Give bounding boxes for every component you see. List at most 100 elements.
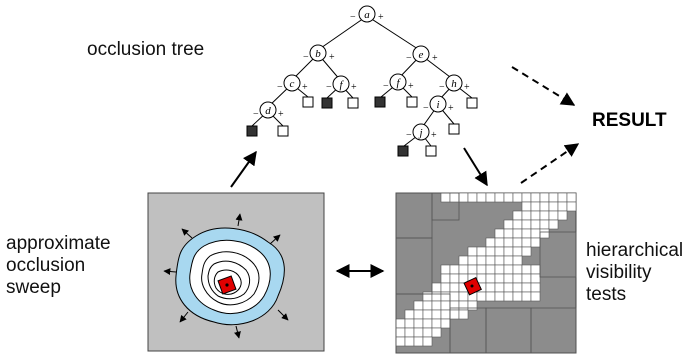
grid-cell-visible xyxy=(440,300,451,311)
occlusion-sweep-panel xyxy=(147,192,325,352)
grid-cell-visible xyxy=(503,237,514,248)
grid-cell-visible xyxy=(530,273,541,284)
grid-cell-visible xyxy=(413,309,424,320)
grid-cell-visible xyxy=(503,273,514,284)
svg-text:−: − xyxy=(423,103,429,114)
grid-cell-visible xyxy=(530,219,541,230)
svg-text:+: + xyxy=(278,109,284,120)
grid-cell-visible xyxy=(557,201,568,212)
grid-cell-visible xyxy=(512,246,523,257)
grid-cell-visible xyxy=(548,192,559,203)
grid-cell-visible xyxy=(494,246,505,257)
grid-cell-visible xyxy=(503,246,514,257)
tree-node-c: c xyxy=(283,74,301,92)
grid-cell-visible xyxy=(404,318,415,329)
grid-cell-visible xyxy=(503,264,514,275)
grid-cell-visible xyxy=(431,282,442,293)
grid-cell-visible xyxy=(404,336,415,347)
visibility-label-line3: tests xyxy=(586,284,627,305)
visibility-label-line2: visibility xyxy=(586,262,652,283)
grid-cell-visible xyxy=(422,300,433,311)
svg-text:b: b xyxy=(315,48,321,60)
grid-cell-visible xyxy=(404,327,415,338)
grid-cell-visible xyxy=(440,264,451,275)
svg-text:h: h xyxy=(451,78,457,90)
tree-node-i: i xyxy=(429,95,447,113)
grid-cell-visible xyxy=(503,291,514,302)
svg-text:−: − xyxy=(383,81,389,92)
grid-cell-visible xyxy=(476,246,487,257)
grid-cell-visible xyxy=(530,210,541,221)
grid-cell-visible xyxy=(476,192,487,203)
grid-cell-visible xyxy=(458,264,469,275)
grid-cell-visible xyxy=(557,192,568,203)
grid-cell-visible xyxy=(512,273,523,284)
grid-block xyxy=(431,192,460,221)
grid-cell-visible xyxy=(539,201,550,212)
grid-cell-visible xyxy=(467,192,478,203)
grid-cell-visible xyxy=(422,336,433,347)
grid-cell-visible xyxy=(557,210,568,221)
grid-cell-visible xyxy=(521,282,532,293)
grid-cell-visible xyxy=(521,192,532,203)
grid-cell-visible xyxy=(476,273,487,284)
grid-cell-visible xyxy=(512,291,523,302)
grid-cell-visible xyxy=(467,300,478,311)
grid-cell-visible xyxy=(485,237,496,248)
grid-cell-visible xyxy=(548,201,559,212)
grid-cell-visible xyxy=(413,318,424,329)
grid-cell-visible xyxy=(503,192,514,203)
svg-text:−: − xyxy=(303,52,309,63)
svg-text:f: f xyxy=(396,77,401,89)
svg-text:+: + xyxy=(378,12,384,23)
tree-node-e: e xyxy=(412,45,430,63)
grid-cell-visible xyxy=(467,255,478,266)
grid-cell-visible xyxy=(530,291,541,302)
grid-cell-visible xyxy=(458,309,469,320)
arrow-tree-to-result xyxy=(511,66,576,106)
grid-cell-visible xyxy=(422,318,433,329)
grid-cell-visible xyxy=(494,237,505,248)
grid-cell-visible xyxy=(485,291,496,302)
sweep-label-line1: approximate xyxy=(6,233,111,254)
grid-cell-visible xyxy=(476,291,487,302)
svg-text:c: c xyxy=(290,78,295,90)
tree-node-f-right: f xyxy=(389,73,407,91)
grid-cell-visible xyxy=(413,300,424,311)
grid-cell-visible xyxy=(530,192,541,203)
tree-node-j: j xyxy=(412,123,430,141)
grid-cell-visible xyxy=(422,291,433,302)
grid-cell-visible xyxy=(494,255,505,266)
grid-cell-visible xyxy=(521,228,532,239)
svg-text:+: + xyxy=(329,52,335,63)
grid-cell-visible xyxy=(413,336,424,347)
grid-cell-visible xyxy=(449,291,460,302)
grid-cell-visible xyxy=(548,219,559,230)
svg-text:e: e xyxy=(419,49,424,61)
svg-text:−: − xyxy=(406,130,412,141)
grid-cell-visible xyxy=(449,264,460,275)
grid-cell-visible xyxy=(521,246,532,257)
tree-signs: −+ −+ −+ −+ −+ −+ −+ −+ −+ −+ xyxy=(253,12,470,141)
svg-text:+: + xyxy=(431,130,437,141)
grid-cell-visible xyxy=(440,192,451,203)
grid-cell-visible xyxy=(431,318,442,329)
svg-text:−: − xyxy=(439,82,445,93)
grid-cell-visible xyxy=(449,192,460,203)
grid-cell-visible xyxy=(494,291,505,302)
grid-cell-visible xyxy=(521,210,532,221)
grid-cell-visible xyxy=(521,237,532,248)
grid-cell-visible xyxy=(395,336,406,347)
svg-text:+: + xyxy=(432,53,438,64)
sweep-label-line2: occlusion xyxy=(6,255,86,276)
grid-cell-visible xyxy=(395,327,406,338)
grid-cell-visible xyxy=(494,273,505,284)
result-label: RESULT xyxy=(592,110,667,131)
grid-cell-visible xyxy=(485,246,496,257)
grid-cell-visible xyxy=(440,273,451,284)
grid-cell-visible xyxy=(512,255,523,266)
svg-text:+: + xyxy=(302,82,308,93)
grid-cell-visible xyxy=(512,237,523,248)
grid-cell-visible xyxy=(431,327,442,338)
